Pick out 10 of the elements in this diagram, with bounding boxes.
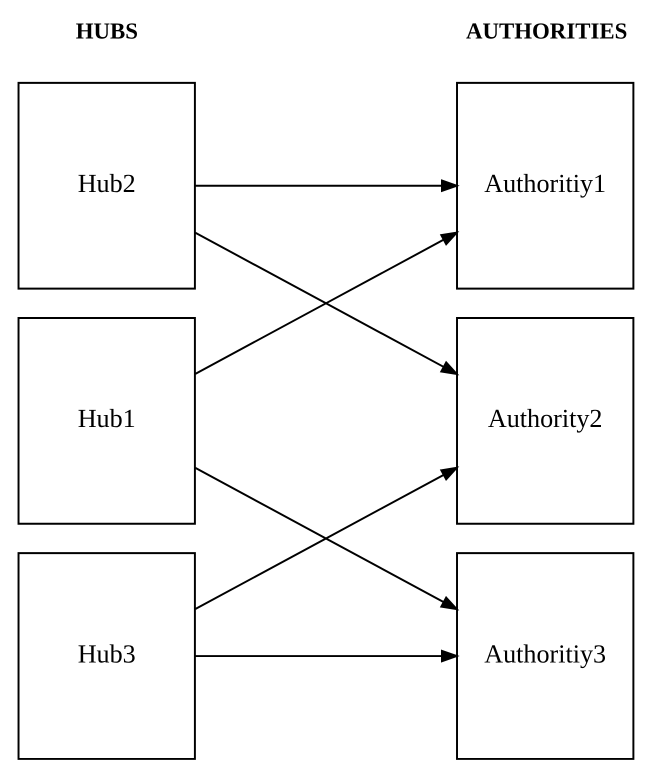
node-box: Hub3 [18, 552, 196, 760]
label: AUTHORITIES [466, 18, 628, 44]
node-box: Hub1 [18, 317, 196, 525]
node-box: Authority2 [456, 317, 634, 525]
node-box: Hub2 [18, 82, 196, 290]
arrow [195, 179, 460, 192]
node-box: Authoritiy1 [456, 82, 634, 290]
label: HUBS [76, 18, 138, 44]
node-box: Authoritiy3 [456, 552, 634, 760]
arrow [195, 650, 460, 663]
